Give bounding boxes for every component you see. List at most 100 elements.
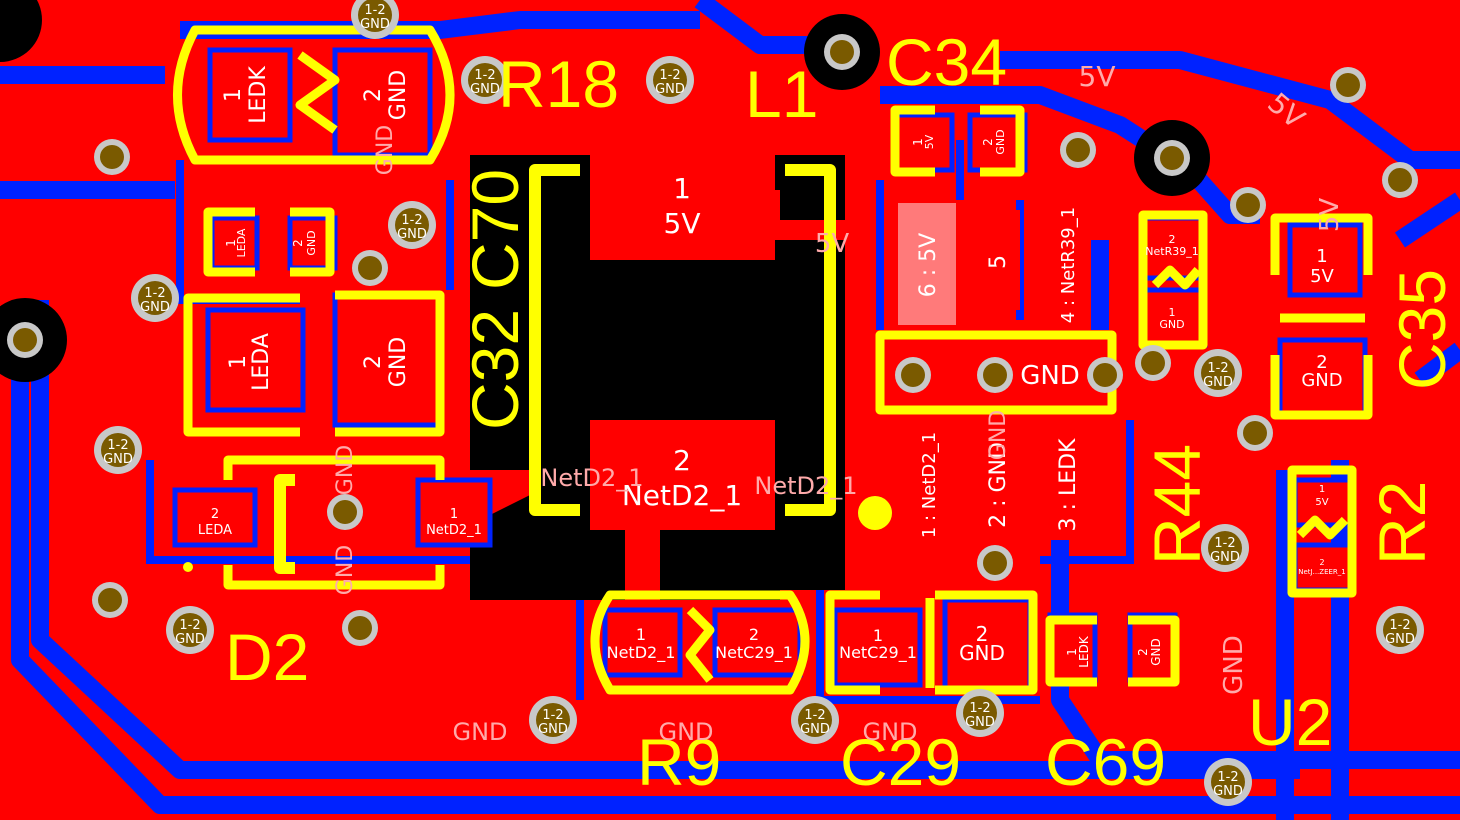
via-label: 1-2 <box>474 68 495 83</box>
c32b-pad2-net: GND <box>386 337 411 387</box>
via <box>92 582 128 618</box>
svg-text:5V: 5V <box>923 134 936 149</box>
svg-text:LEDA: LEDA <box>249 333 274 391</box>
svg-text:1 : NetD2_1: 1 : NetD2_1 <box>919 432 940 538</box>
svg-text:LEDA: LEDA <box>235 228 248 257</box>
svg-text:2: 2 <box>361 88 386 102</box>
r44-zigzag <box>1151 265 1202 290</box>
via <box>824 34 860 70</box>
designator-c34: C34 <box>886 25 1007 99</box>
gnd-pad-label: GND <box>1020 361 1080 391</box>
svg-text:1: 1 <box>1316 246 1327 267</box>
designator-l1: L1 <box>745 57 818 131</box>
c32b-outline <box>183 290 445 437</box>
five-v-right-label: 5V <box>1315 198 1345 233</box>
c34-pad2-net: GND <box>994 129 1007 154</box>
d2-bar <box>274 474 295 574</box>
designators: R18 L1 C34 R9 C29 C69 U2 D2 C70 C32 C35 … <box>225 25 1459 799</box>
via-label: 1-2 <box>401 213 422 228</box>
c29-pad2-net: GND <box>959 641 1005 665</box>
svg-text:LEDK: LEDK <box>1077 635 1091 668</box>
designator-c32: C32 <box>458 309 532 430</box>
via <box>1087 357 1123 393</box>
svg-text:1: 1 <box>911 138 925 146</box>
r2-pad2-net: NetJ...ZEER_1 <box>1298 568 1346 576</box>
gnd-bottom2-label: GND <box>658 718 713 746</box>
netd2-left-label: NetD2_1 <box>540 464 643 492</box>
designator-r18: R18 <box>498 47 619 121</box>
via <box>1382 162 1418 198</box>
l1-pad-1 <box>590 150 775 260</box>
svg-text:1: 1 <box>873 626 883 645</box>
via-label: 1-2 <box>364 3 385 18</box>
via <box>352 250 388 286</box>
via <box>977 545 1013 581</box>
svg-text:2: 2 <box>749 625 759 644</box>
r2-outline <box>1287 465 1357 598</box>
svg-text:3 : LEDK: 3 : LEDK <box>1056 438 1081 531</box>
mounting-hole-tl <box>0 0 42 62</box>
svg-text:2: 2 <box>976 622 989 646</box>
r9-outline <box>590 590 810 695</box>
c35-outline <box>1270 213 1373 420</box>
r18-outline <box>173 25 455 165</box>
svg-text:2: 2 <box>1316 352 1327 373</box>
l1-pad1-net: 5V <box>664 207 701 240</box>
c32b-pad1-net: LEDA <box>249 333 274 391</box>
designator-c35: C35 <box>1385 269 1459 390</box>
via-label: GND <box>1385 632 1415 647</box>
svg-text:1: 1 <box>224 239 238 247</box>
via-label: GND <box>1213 784 1243 799</box>
gnd-vert-label: GND <box>986 410 1011 460</box>
svg-text:1: 1 <box>1319 484 1325 495</box>
via-label: 1-2 <box>144 286 165 301</box>
u2-pads <box>905 205 1090 540</box>
c32a-outline <box>203 207 335 277</box>
r9-pad1-net: NetD2_1 <box>607 643 676 663</box>
via-label: 1-2 <box>542 708 563 723</box>
d2-outline <box>223 455 445 590</box>
r18-pad2-num: 2 <box>361 88 386 102</box>
u2-pin6-highlight <box>898 203 956 325</box>
via-label: 1-2 <box>1389 618 1410 633</box>
svg-text:GND: GND <box>386 70 411 120</box>
r44-pad2-net: NetR39_1 <box>1145 245 1198 258</box>
svg-text:2: 2 <box>1136 648 1150 656</box>
svg-text:GND: GND <box>373 125 398 175</box>
via-group: 1-2GND1-2GND1-2GND1-2GND1-2GND1-2GND1-2G… <box>7 0 1424 806</box>
r2-pad1-net: 5V <box>1315 497 1328 508</box>
svg-text:GND: GND <box>386 337 411 387</box>
gnd-bottom3-label: GND <box>862 718 917 746</box>
r18-pad2-net: GND <box>386 70 411 120</box>
designator-r44: R44 <box>1140 444 1214 565</box>
via-label: GND <box>965 715 995 730</box>
via-label: 1-2 <box>804 708 825 723</box>
svg-text:GND: GND <box>305 230 318 255</box>
r9-zigzag <box>685 606 715 683</box>
via <box>342 610 378 646</box>
u2-pin3-label: 3 : LEDK <box>1056 438 1081 531</box>
d2-gnd-label-b: GND <box>333 545 358 595</box>
designator-r9: R9 <box>637 725 721 799</box>
svg-text:5: 5 <box>986 255 1011 269</box>
via-label: 1-2 <box>1217 770 1238 785</box>
via <box>7 322 43 358</box>
via <box>977 357 1013 393</box>
via-label: 1-2 <box>179 618 200 633</box>
via-label: 1-2 <box>969 701 990 716</box>
c35-pad2-net: GND <box>1301 370 1342 391</box>
five-v-top-label: 5V <box>1079 60 1116 93</box>
pad-labels: 1 LEDK 2 GND GND 1 LEDA 2 GND 1 LEDA 2 G… <box>198 60 1346 746</box>
via <box>1154 140 1190 176</box>
via-label: 1-2 <box>659 68 680 83</box>
svg-text:GND: GND <box>1149 638 1163 666</box>
five-v-mid-label: 5V <box>815 229 850 259</box>
svg-text:1: 1 <box>1169 306 1176 319</box>
c69-outline <box>1045 615 1180 687</box>
